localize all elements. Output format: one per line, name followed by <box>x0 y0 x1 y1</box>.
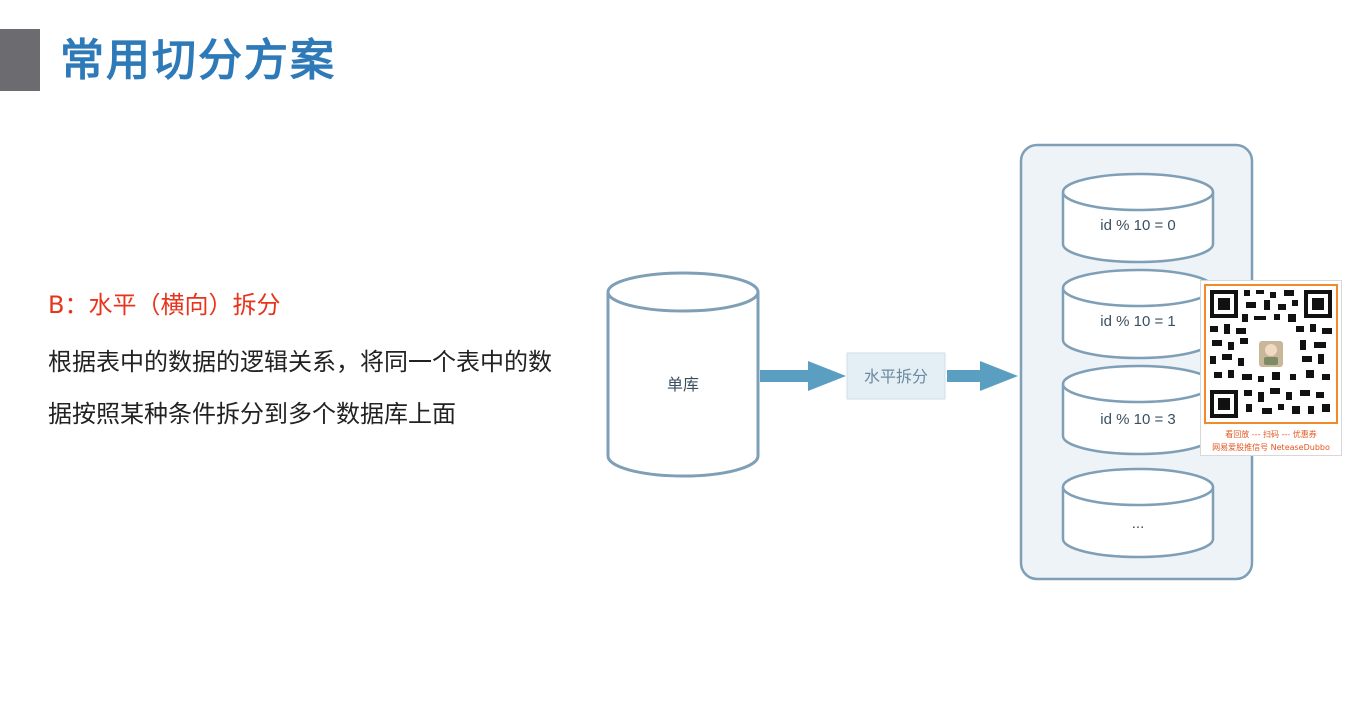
body-text: 根据表中的数据的逻辑关系，将同一个表中的数据按照某种条件拆分到多个数据库上面 <box>48 348 552 428</box>
source-database: 单库 <box>606 271 760 478</box>
split-label: 水平拆分 <box>864 367 928 386</box>
shard-database: id % 10 = 1 <box>1061 268 1215 360</box>
shard-database: ... <box>1061 467 1215 559</box>
qr-pattern <box>1206 286 1336 422</box>
title-accent-bar <box>0 29 40 91</box>
subtitle: B：水平（横向）拆分 <box>48 291 281 319</box>
shard-label: id % 10 = 0 <box>1100 217 1175 234</box>
qr-code-widget[interactable]: 看回放 --- 扫码 --- 优惠券 网易爱股推信号 NeteaseDubbo <box>1200 280 1342 456</box>
qr-caption: 网易爱股推信号 NeteaseDubbo <box>1212 443 1330 452</box>
shard-label: id % 10 = 1 <box>1100 313 1175 330</box>
qr-code-icon[interactable] <box>1204 284 1338 424</box>
shard-label: id % 10 = 3 <box>1100 411 1175 428</box>
arrow-right-icon <box>947 361 1018 391</box>
arrow-right-icon <box>760 361 846 391</box>
source-db-label: 单库 <box>667 375 699 394</box>
qr-caption: 看回放 --- 扫码 --- 优惠券 <box>1225 430 1317 439</box>
page-title: 常用切分方案 <box>60 35 336 86</box>
shard-database: id % 10 = 0 <box>1061 172 1215 264</box>
shard-database: id % 10 = 3 <box>1061 364 1215 456</box>
shard-label: ... <box>1132 515 1145 532</box>
split-label-box: 水平拆分 <box>846 352 946 400</box>
